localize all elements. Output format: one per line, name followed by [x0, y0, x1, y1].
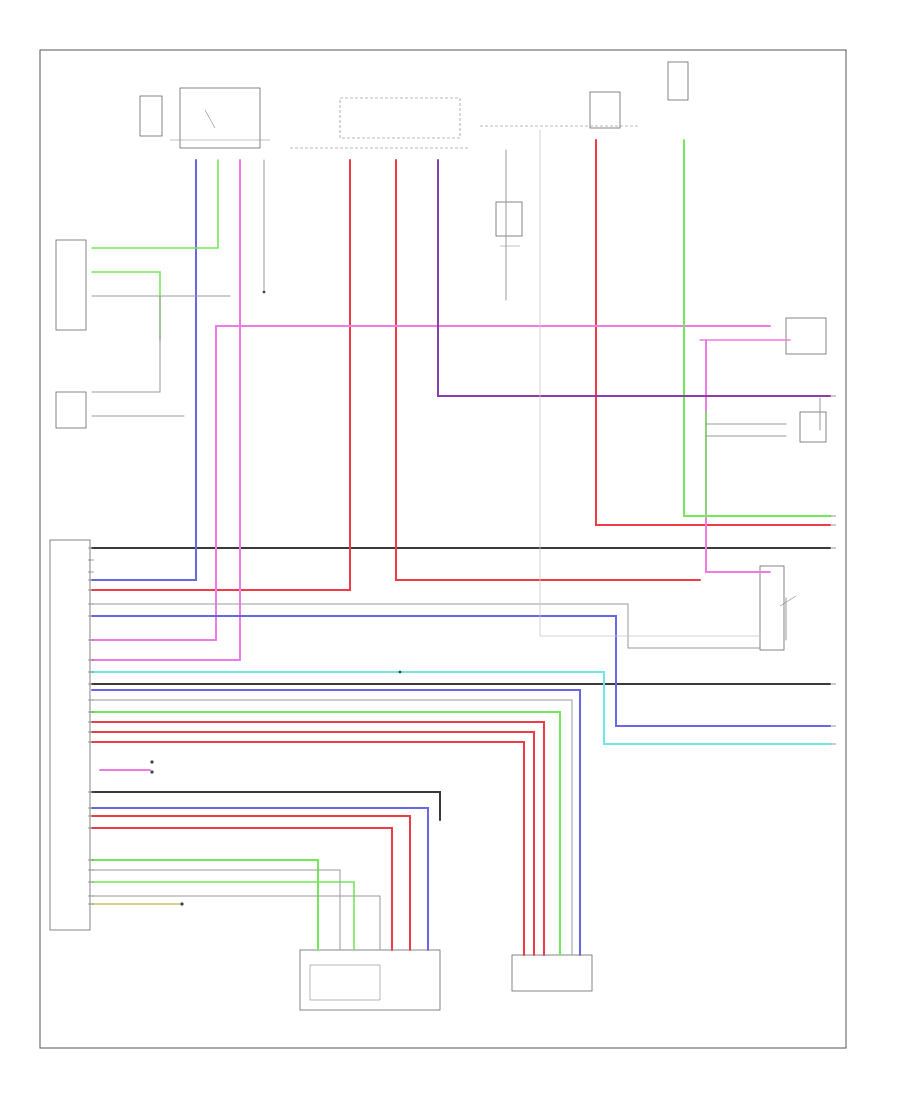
junction-dot [150, 760, 154, 764]
wire-red-3 [595, 139, 831, 526]
wire-blue-1 [91, 159, 197, 581]
wire-blue-3 [91, 689, 581, 956]
wire-gray-6 [91, 869, 341, 951]
throttle-motor-inner [309, 964, 381, 1001]
wire-red-6 [91, 741, 525, 956]
off-page-connectors [830, 395, 836, 745]
diagram-border [39, 49, 847, 1049]
wire-red-1 [91, 159, 351, 591]
top-components [49, 61, 827, 1011]
left-sensor-box [55, 391, 87, 429]
wire-gray-9 [539, 129, 761, 637]
wire-green-3 [683, 139, 831, 517]
throttle-body-assembly [299, 949, 441, 1011]
fuse-box-3 [589, 91, 621, 129]
right-sensor-box [799, 411, 827, 443]
stop-switch-contact [779, 595, 797, 607]
junction-dot [262, 290, 266, 294]
junction-dot [180, 902, 184, 906]
wire-cyan-1 [91, 671, 831, 745]
wire-red-5 [91, 827, 393, 951]
wire-red-8 [91, 721, 545, 956]
relay-box [179, 87, 261, 149]
wire-gray-2 [91, 295, 161, 393]
mid-relay-box [495, 201, 523, 237]
junction-dot [398, 670, 402, 674]
wire-gray-4 [91, 603, 761, 649]
junction-dot [150, 770, 154, 774]
wire-green-5 [91, 859, 319, 951]
relay-contact [204, 109, 216, 129]
stop-light-switch [759, 565, 785, 651]
ecm-connector-block [49, 539, 91, 931]
right-switch-box [785, 317, 827, 355]
wire-pink-3 [705, 339, 771, 573]
left-switch-box [55, 239, 87, 331]
wire-green-4 [91, 711, 561, 956]
wire-blue-4 [91, 807, 429, 951]
wire-purple-1 [437, 159, 831, 397]
fuse-box-1 [139, 95, 163, 137]
sensor-box-top-right [667, 61, 689, 101]
ecm-pin-ticks [88, 547, 94, 905]
junction-dots [150, 290, 402, 906]
fuse-box-2 [339, 97, 461, 139]
wire-green-2 [91, 271, 161, 341]
wire-green-1 [91, 159, 219, 249]
accel-pedal-sensor [511, 954, 593, 992]
wire-pink-2 [91, 325, 771, 641]
wire-harness [91, 129, 831, 956]
wire-blue-2 [91, 615, 831, 727]
wire-red-7 [91, 731, 535, 956]
wire-red-2 [395, 159, 701, 581]
wire-black-bus-3 [91, 791, 441, 821]
wire-red-4 [91, 815, 411, 951]
wire-green-6 [91, 881, 355, 951]
wire-gray-7 [91, 895, 381, 951]
wire-gray-5 [91, 699, 573, 956]
